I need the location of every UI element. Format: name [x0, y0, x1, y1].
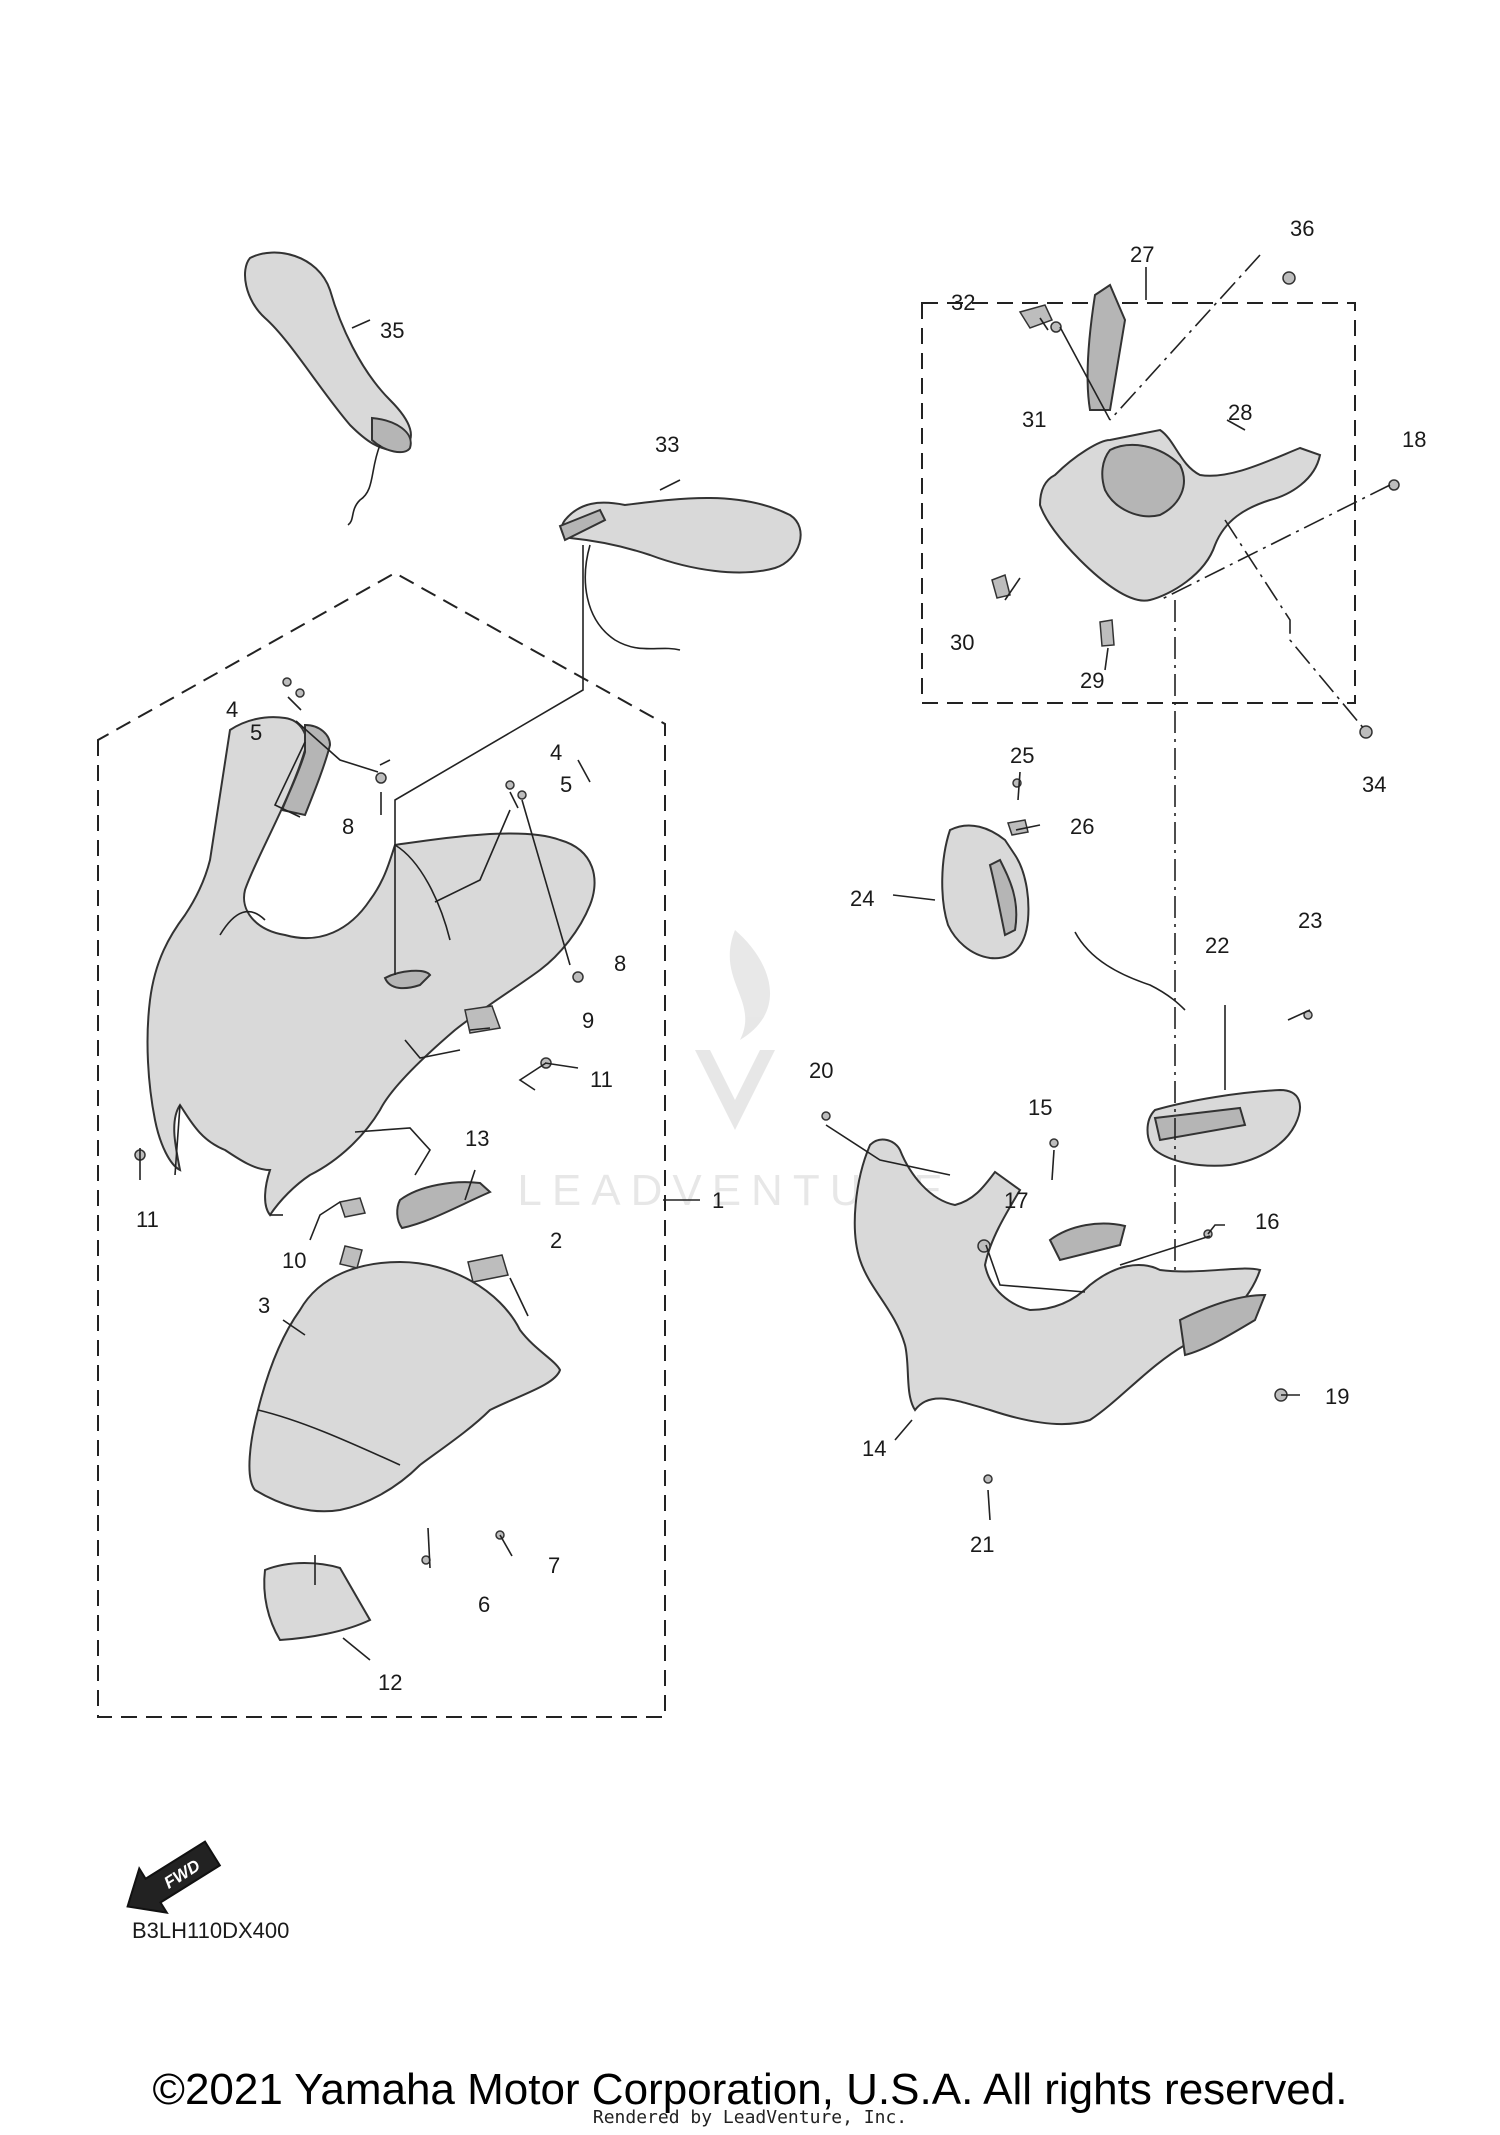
headlight-22: [1074, 931, 1313, 1167]
leader-lines: [139, 254, 1391, 1661]
windscreen-3: [248, 1245, 562, 1513]
callout-35: 35: [380, 318, 404, 343]
lower-panel-12: [263, 1562, 372, 1642]
fwd-arrow-icon: FWD: [126, 1840, 222, 1914]
callout-14: 14: [862, 1436, 886, 1461]
stay-frame-14: [821, 1111, 1288, 1484]
meter-unit-24: [941, 778, 1030, 960]
pad-9: [464, 1005, 502, 1034]
rendered-by-notice: Rendered by LeadVenture, Inc.: [592, 2107, 908, 2128]
callout-8: 8: [342, 814, 354, 839]
callout-11: 11: [590, 1067, 613, 1092]
callout-15: 15: [1028, 1095, 1052, 1120]
fasteners-assembly-27: [991, 271, 1400, 739]
callout-33: 33: [655, 432, 679, 457]
callout-1: 1: [712, 1188, 724, 1213]
callout-13: 13: [465, 1126, 489, 1151]
callout-7: 7: [548, 1553, 560, 1578]
assembly-27-boundary: [921, 302, 1356, 704]
callout-labels: 1 2 3 4 4 5 5 6 7 8 8 9 10 11 11 12 13 1…: [136, 216, 1426, 1695]
pad-10: [339, 1197, 366, 1218]
stay-bracket-28: [1038, 283, 1322, 602]
callout-27: 27: [1130, 242, 1154, 267]
callout-8b: 8: [614, 951, 626, 976]
callout-24: 24: [850, 886, 874, 911]
trim-13: [396, 1181, 492, 1230]
callout-6: 6: [478, 1592, 490, 1617]
callout-21: 21: [970, 1532, 994, 1557]
callout-28: 28: [1228, 400, 1252, 425]
callout-5b: 5: [560, 772, 572, 797]
mirror-35: [244, 251, 412, 526]
pad-2: [467, 1254, 509, 1283]
callout-23: 23: [1298, 908, 1322, 933]
callout-3: 3: [258, 1293, 270, 1318]
callout-32: 32: [951, 290, 975, 315]
callout-20: 20: [809, 1058, 833, 1083]
callout-36: 36: [1290, 216, 1314, 241]
callout-4b: 4: [550, 740, 562, 765]
callout-2: 2: [550, 1228, 562, 1253]
assembly-1-boundary: [97, 571, 666, 1718]
callout-18: 18: [1402, 427, 1426, 452]
callout-34: 34: [1362, 772, 1386, 797]
callout-10: 10: [282, 1248, 306, 1273]
callout-29: 29: [1080, 668, 1104, 693]
callout-30: 30: [950, 630, 974, 655]
callout-26: 26: [1070, 814, 1094, 839]
copyright-notice: ©2021 Yamaha Motor Corporation, U.S.A. A…: [152, 2065, 1348, 2114]
callout-17: 17: [1004, 1188, 1028, 1213]
callout-12: 12: [378, 1670, 402, 1695]
callout-19: 19: [1325, 1384, 1349, 1409]
drawing-code: B3LH110DX400: [132, 1918, 289, 1943]
front-cowling-1: [146, 716, 596, 1217]
callout-16: 16: [1255, 1209, 1279, 1234]
callout-11b: 11: [136, 1207, 159, 1232]
callout-4: 4: [226, 697, 238, 722]
callout-5: 5: [250, 720, 262, 745]
callout-25: 25: [1010, 743, 1034, 768]
callout-9: 9: [582, 1008, 594, 1033]
mirror-33: [558, 497, 802, 651]
callout-22: 22: [1205, 933, 1229, 958]
callout-31: 31: [1022, 407, 1046, 432]
